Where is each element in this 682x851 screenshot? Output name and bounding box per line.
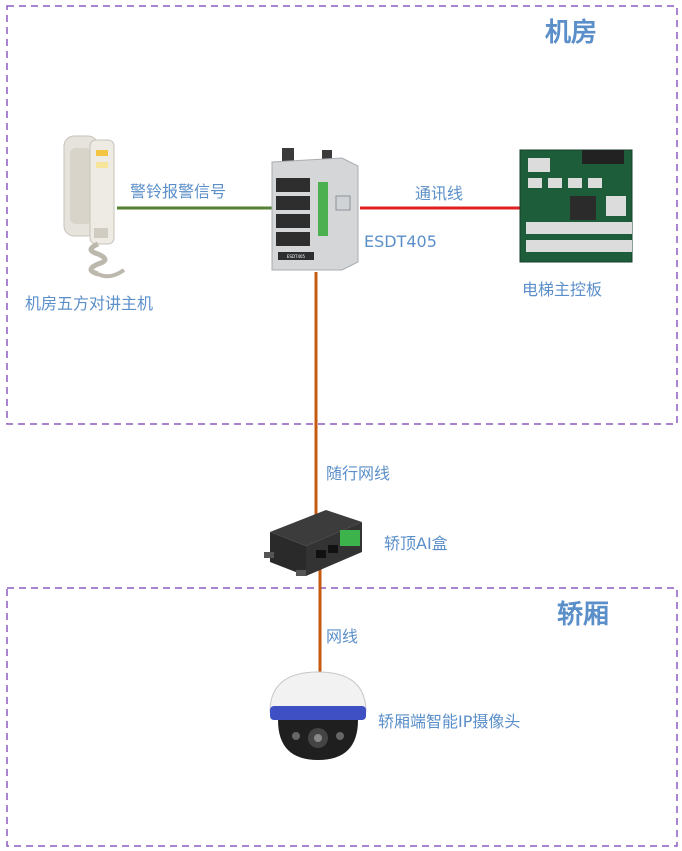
intercom-label: 机房五方对讲主机 [25,294,154,313]
car-zone-border [6,587,678,847]
elevator-control-board-icon [519,149,633,263]
camera-label: 轿厢端智能IP摄像头 [378,712,521,731]
machine-room-zone-border [6,5,678,425]
ai-box-label: 轿顶AI盒 [384,534,448,553]
ai-box-icon [264,510,362,576]
network-cable-label: 网线 [326,627,359,646]
dome-camera-icon [269,671,367,760]
controller-label: 电梯主控板 [522,280,603,299]
machine-room-title: 机房 [545,18,598,48]
comm-line-label: 通讯线 [415,184,464,203]
intercom-handset-icon [63,135,126,279]
alarm-signal-label: 警铃报警信号 [130,182,227,201]
esdt405-gateway-icon [271,148,359,271]
gateway-label: ESDT405 [364,232,437,251]
gateway-faceplate-text: ESDT405 [287,254,306,259]
car-title: 轿厢 [557,600,610,630]
traveling-cable-label: 随行网线 [326,464,391,483]
